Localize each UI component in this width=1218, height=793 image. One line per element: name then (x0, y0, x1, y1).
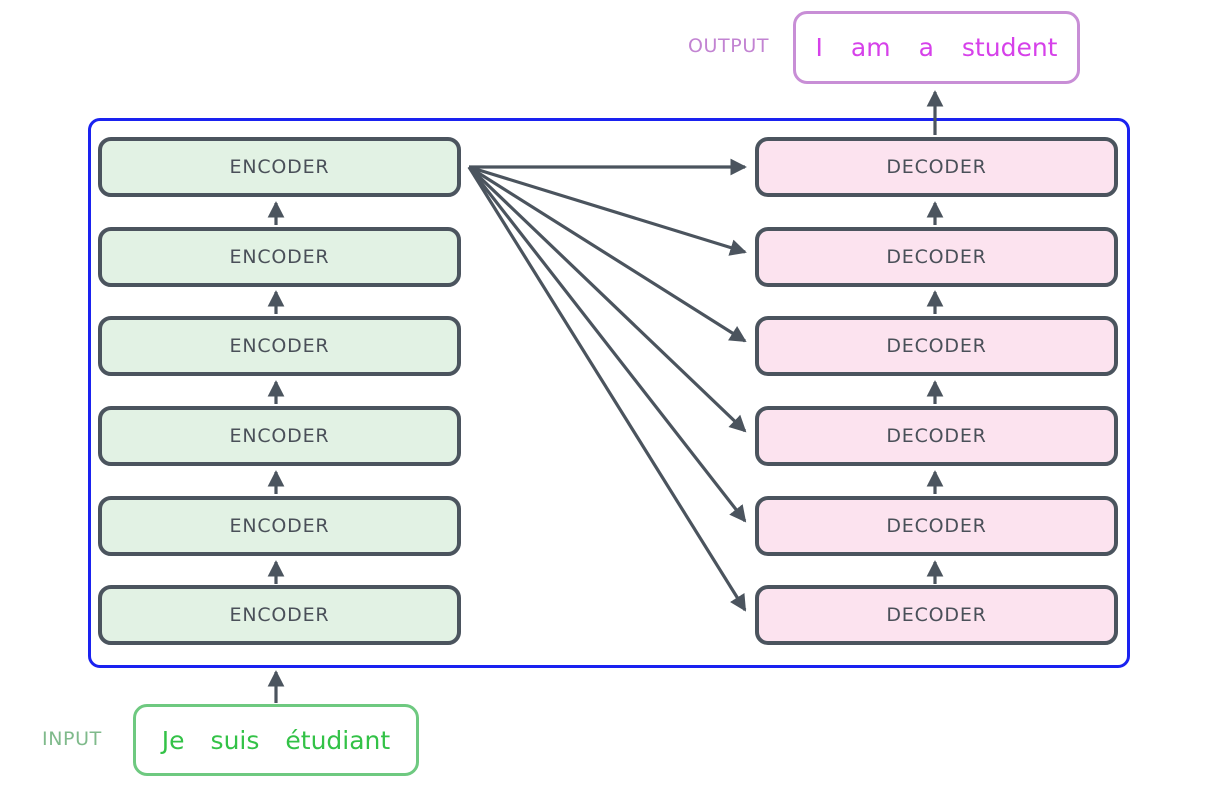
input-token-1: suis (210, 725, 260, 755)
encoder-box-3-label: ENCODER (229, 335, 330, 357)
decoder-box-3: DECODER (755, 316, 1118, 376)
decoder-box-5-label: DECODER (886, 515, 987, 537)
output-token-3: student (961, 33, 1058, 62)
decoder-box-6-label: DECODER (886, 604, 987, 626)
encoder-box-4-label: ENCODER (229, 425, 330, 447)
output-label: OUTPUT (688, 35, 770, 57)
output-token-box: I am a student (793, 11, 1080, 84)
decoder-box-3-label: DECODER (886, 335, 987, 357)
output-token-1: am (850, 33, 891, 62)
encoder-box-6-label: ENCODER (229, 604, 330, 626)
decoder-box-6: DECODER (755, 585, 1118, 645)
encoder-box-4: ENCODER (98, 406, 461, 466)
decoder-box-2: DECODER (755, 227, 1118, 287)
encoder-box-5-label: ENCODER (229, 515, 330, 537)
input-label: INPUT (42, 728, 102, 750)
output-token-2: a (918, 33, 934, 62)
input-token-2: étudiant (285, 725, 391, 755)
encoder-box-5: ENCODER (98, 496, 461, 556)
decoder-box-4: DECODER (755, 406, 1118, 466)
input-token-row: Je suis étudiant (162, 728, 390, 753)
input-token-0: Je (161, 725, 185, 755)
decoder-box-1-label: DECODER (886, 156, 987, 178)
decoder-box-1: DECODER (755, 137, 1118, 197)
output-token-0: I (815, 33, 823, 62)
output-token-row: I am a student (816, 35, 1058, 60)
encoder-box-6: ENCODER (98, 585, 461, 645)
encoder-box-1-label: ENCODER (229, 156, 330, 178)
encoder-box-1: ENCODER (98, 137, 461, 197)
input-token-box: Je suis étudiant (133, 704, 419, 776)
encoder-box-2-label: ENCODER (229, 246, 330, 268)
decoder-box-5: DECODER (755, 496, 1118, 556)
model-container (88, 118, 1130, 668)
decoder-box-2-label: DECODER (886, 246, 987, 268)
encoder-box-2: ENCODER (98, 227, 461, 287)
decoder-box-4-label: DECODER (886, 425, 987, 447)
encoder-box-3: ENCODER (98, 316, 461, 376)
